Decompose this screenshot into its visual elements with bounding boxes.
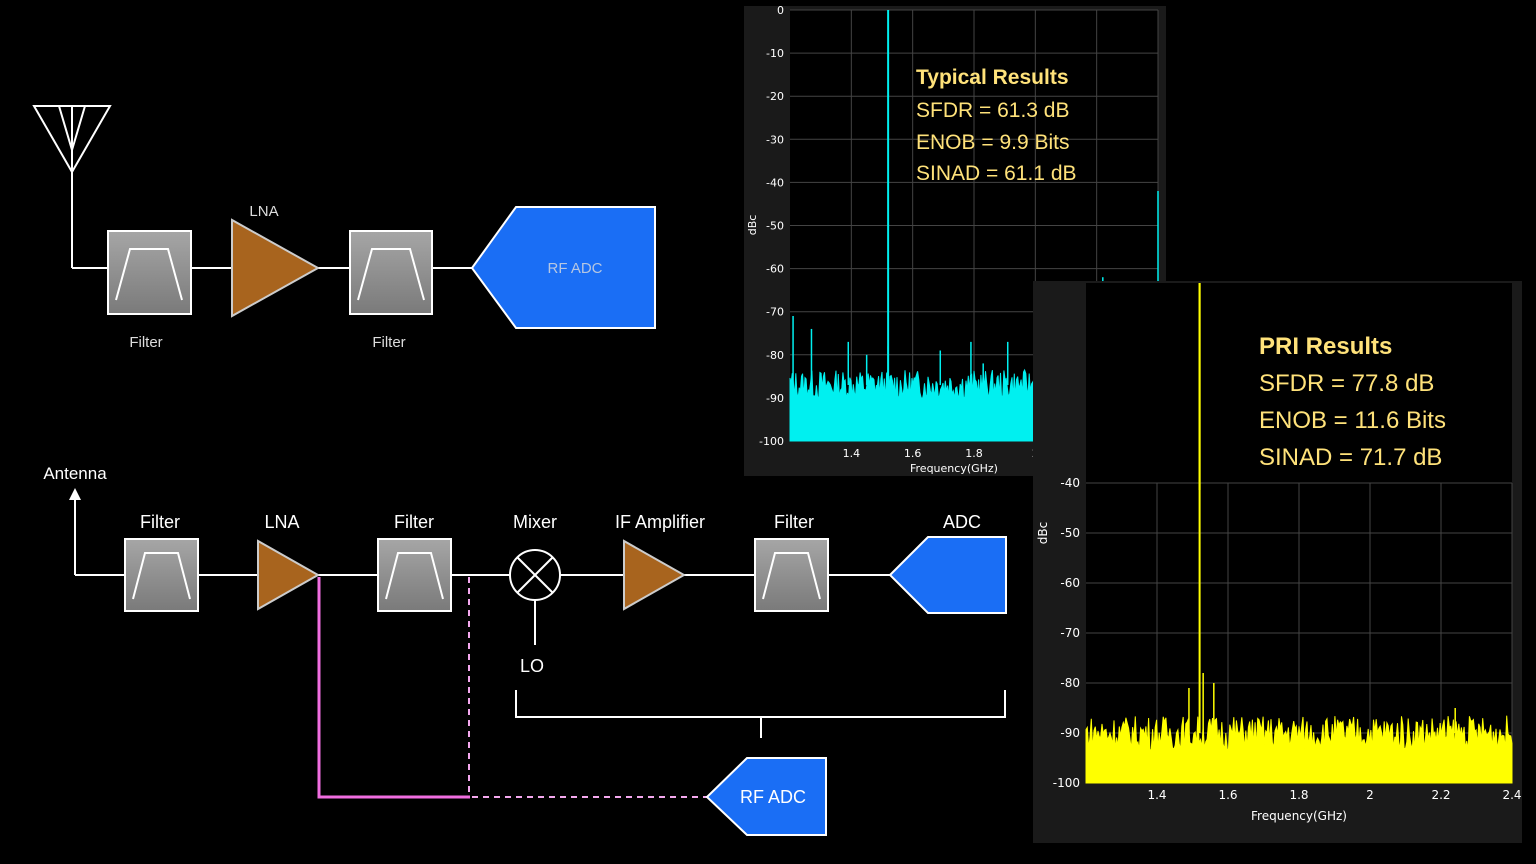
bottom-filter-2[interactable] <box>377 538 452 612</box>
chart-2-ylabel: dBc <box>1036 522 1050 544</box>
filter-box <box>754 538 829 612</box>
filter-box <box>349 230 433 315</box>
chart-1-y-ticks: 0 -10 -20 -30 -40 -50 -60 -70 -80 -90 -100 <box>759 4 784 448</box>
bottom-filter-2-label: Filter <box>394 512 434 532</box>
noise-floor-area <box>1085 715 1513 784</box>
chart-2-spurs <box>1188 283 1456 733</box>
if-amplifier-icon[interactable] <box>623 539 687 611</box>
typical-sinad: SINAD = 61.1 dB <box>916 162 1077 185</box>
mixer-icon[interactable] <box>509 549 561 601</box>
top-filter-1[interactable] <box>107 230 192 315</box>
pri-sfdr: SFDR = 77.8 dB <box>1259 370 1434 397</box>
x-tick-label: 1.6 <box>1218 788 1237 802</box>
filter-box <box>107 230 192 315</box>
pri-results-title: PRI Results <box>1259 333 1392 360</box>
y-tick-label: -60 <box>766 263 784 276</box>
y-tick-label: -10 <box>766 47 784 60</box>
y-tick-label: -100 <box>759 435 784 448</box>
x-tick-label: 1.4 <box>843 447 861 460</box>
bottom-rf-adc-label: RF ADC <box>740 787 806 807</box>
x-tick-label: 1.6 <box>904 447 922 460</box>
y-tick-label: -30 <box>766 133 784 146</box>
bottom-lna-label: LNA <box>264 512 299 532</box>
bandpass-icon <box>762 552 821 600</box>
y-tick-label: -90 <box>766 392 784 405</box>
filter-box <box>124 538 199 612</box>
top-filter-1-label: Filter <box>129 334 162 351</box>
bandpass-icon <box>385 552 444 600</box>
top-rf-adc-block[interactable] <box>470 206 656 329</box>
bottom-filter-3-label: Filter <box>774 512 814 532</box>
y-tick-label: -90 <box>1060 726 1080 740</box>
top-signal-chain: Filter LNA Filter RF ADC <box>32 105 656 351</box>
y-tick-label: -50 <box>1060 526 1080 540</box>
adc-label: ADC <box>943 512 981 532</box>
bottom-signal-chain: Antenna Filter LNA Filter <box>43 464 1007 836</box>
typical-results-title: Typical Results <box>916 66 1069 89</box>
y-tick-label: -80 <box>766 349 784 362</box>
chart-1-ylabel: dBc <box>746 215 759 236</box>
bottom-filter-3[interactable] <box>754 538 829 612</box>
top-lna-label: LNA <box>249 203 278 220</box>
y-tick-label: -70 <box>1060 626 1080 640</box>
lo-label: LO <box>520 656 544 676</box>
typical-sfdr: SFDR = 61.3 dB <box>916 99 1070 122</box>
bandpass-icon <box>357 248 425 301</box>
chart-2-x-ticks: 1.4 1.6 1.8 2 2.2 2.4 <box>1147 788 1521 802</box>
chart-2-xlabel: Frequency(GHz) <box>1251 809 1347 823</box>
x-tick-label: 2.2 <box>1431 788 1450 802</box>
y-tick-label: -100 <box>1053 776 1080 790</box>
chart-1-xlabel: Frequency(GHz) <box>910 462 998 475</box>
filter-box <box>377 538 452 612</box>
typical-enob: ENOB = 9.9 Bits <box>916 131 1069 154</box>
antenna-label: Antenna <box>43 464 107 483</box>
mixer-label: Mixer <box>513 512 557 532</box>
antenna-arrow-icon <box>69 488 81 575</box>
if-amplifier-label: IF Amplifier <box>615 512 705 532</box>
bottom-wires <box>75 574 890 645</box>
bandpass-icon <box>132 552 191 600</box>
typical-results-box: Typical Results SFDR = 61.3 dB ENOB = 9.… <box>916 66 1077 185</box>
chart-2-noise-floor <box>1085 715 1513 784</box>
y-tick-label: -60 <box>1060 576 1080 590</box>
direct-rf-path <box>317 577 470 799</box>
y-tick-label: -50 <box>766 220 784 233</box>
x-tick-label: 2.4 <box>1502 788 1521 802</box>
x-tick-label: 2 <box>1366 788 1374 802</box>
bottom-filter-1-label: Filter <box>140 512 180 532</box>
antenna-icon <box>32 105 112 268</box>
pri-results-box: PRI Results SFDR = 77.8 dB ENOB = 11.6 B… <box>1259 333 1446 471</box>
y-tick-label: 0 <box>777 4 784 17</box>
x-tick-label: 1.8 <box>965 447 983 460</box>
top-filter-2[interactable] <box>349 230 433 315</box>
y-tick-label: -80 <box>1060 676 1080 690</box>
adc-block[interactable] <box>888 536 1007 614</box>
pri-sinad: SINAD = 71.7 dB <box>1259 444 1442 471</box>
top-rf-adc-label: RF ADC <box>547 260 602 277</box>
top-filter-2-label: Filter <box>372 334 405 351</box>
pri-enob: ENOB = 11.6 Bits <box>1259 407 1446 434</box>
replacement-bracket <box>515 690 1006 738</box>
bottom-filter-1[interactable] <box>124 538 199 612</box>
bandpass-icon <box>115 248 183 301</box>
y-tick-label: -40 <box>766 176 784 189</box>
x-tick-label: 1.4 <box>1147 788 1166 802</box>
top-lna-amplifier-icon[interactable] <box>231 218 321 318</box>
y-tick-label: -20 <box>766 90 784 103</box>
y-tick-label: -70 <box>766 306 784 319</box>
bottom-lna-amplifier-icon[interactable] <box>257 539 321 611</box>
bottom-rf-adc-block[interactable] <box>705 757 827 836</box>
chart-2-y-ticks: -40 -50 -60 -70 -80 -90 -100 <box>1053 476 1080 790</box>
x-tick-label: 1.8 <box>1289 788 1308 802</box>
y-tick-label: -40 <box>1060 476 1080 490</box>
